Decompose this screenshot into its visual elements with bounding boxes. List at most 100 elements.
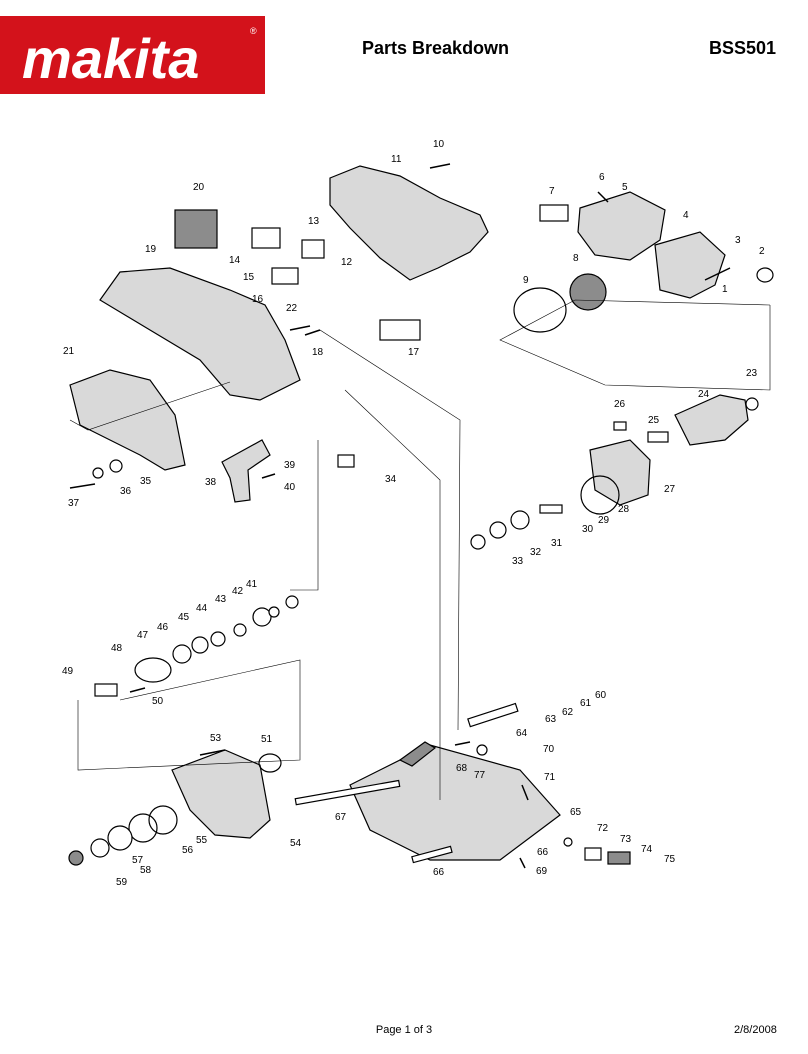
document-date: 2/8/2008 [734,1024,777,1036]
sleeve-9 [513,287,567,333]
part-number: 7 [549,186,555,197]
part-number: 30 [582,524,594,535]
flange-57 [107,825,133,851]
part-number: 36 [120,486,132,497]
switch-13 [301,239,325,259]
label-7 [539,204,569,222]
part-number: 22 [286,303,298,314]
base-handle-part [398,741,437,767]
part-number: 6 [599,172,605,183]
small-parts [68,204,774,866]
part-number: 48 [111,643,123,654]
part-number: 29 [598,515,610,526]
ring-42 [268,606,280,618]
part-number: 46 [157,622,169,633]
bolt-67 [411,845,453,864]
part-number: 71 [544,772,556,783]
part-number: 70 [543,744,555,755]
part-number: 57 [132,855,144,866]
part-number: 8 [573,253,579,264]
makita-logo: makita ® [0,16,265,94]
ring-41 [285,595,299,609]
part-number: 65 [570,807,582,818]
ring-46 [191,636,209,654]
switch-16 [271,267,299,285]
page-indicator: Page 1 of 3 [375,1024,433,1036]
part-number: 18 [312,347,324,358]
part-number: 38 [205,477,217,488]
nut-35 [109,459,123,473]
part-number: 42 [232,586,244,597]
brush-26 [613,421,627,431]
part-number: 41 [246,579,258,590]
part-number: 45 [178,612,190,623]
ring-56 [128,813,158,843]
part-number: 32 [530,547,542,558]
part-number: 44 [196,603,208,614]
part-number: 53 [210,733,222,744]
part-number: 60 [595,690,607,701]
rod-68 [294,779,401,806]
shaft-64 [467,702,519,728]
frame-part [329,165,489,281]
armature-part [674,394,749,446]
part-number: 23 [746,368,758,379]
part-number: 75 [664,854,676,865]
part-number: 9 [523,275,529,286]
base-part [349,744,561,861]
model-number: BSS501 [709,38,777,58]
part-number: 4 [683,210,689,221]
part-number: 25 [648,415,660,426]
ring-47 [172,644,192,664]
part-number: 66 [537,847,549,858]
part-number: 69 [536,866,548,877]
part-number: 27 [664,484,676,495]
washer-33b [470,534,486,550]
part-number: 10 [433,139,445,150]
part-number: 2 [759,246,765,257]
part-number: 24 [698,389,710,400]
part-number: 14 [229,255,241,266]
switch-14 [251,227,281,249]
spindle-49 [94,683,118,697]
part-number: 73 [620,834,632,845]
brush-spring-25 [647,431,669,443]
oring-28 [580,475,620,515]
bearing-33 [489,521,507,539]
page-title: Parts Breakdown [362,38,510,58]
part-number: 40 [284,482,296,493]
part-number: 21 [63,346,75,357]
flange-48 [134,657,172,683]
part-number: 12 [341,257,353,268]
part-number: 28 [618,504,630,515]
part-number: 16 [252,294,264,305]
part-74 [584,847,602,861]
part-number: 66 [433,867,445,878]
washer-77 [476,744,488,756]
motor-housing-part [577,191,666,261]
part-number: 5 [622,182,628,193]
part-number: 43 [215,594,227,605]
part-number: 15 [243,272,255,283]
part-number: 56 [182,845,194,856]
part-75 [607,851,631,865]
part-number: 19 [145,244,157,255]
svg-text:®: ® [250,26,257,36]
wiring-17 [379,319,421,341]
motor-housing-part [654,231,726,299]
part-number: 68 [456,763,468,774]
part-number: 17 [408,347,420,358]
callout-leaders [69,299,771,800]
nut-73 [563,837,573,847]
lever-part [221,439,271,503]
housing-part [99,267,301,401]
bracket-part [589,439,651,506]
bolt-59 [68,850,84,866]
part-number: 37 [68,498,80,509]
part-number: 34 [385,474,397,485]
bearing-32 [510,510,530,530]
part-number: 72 [597,823,609,834]
part-number: 11 [391,154,402,165]
part-shapes [69,165,749,861]
bearing-43 [252,607,272,627]
